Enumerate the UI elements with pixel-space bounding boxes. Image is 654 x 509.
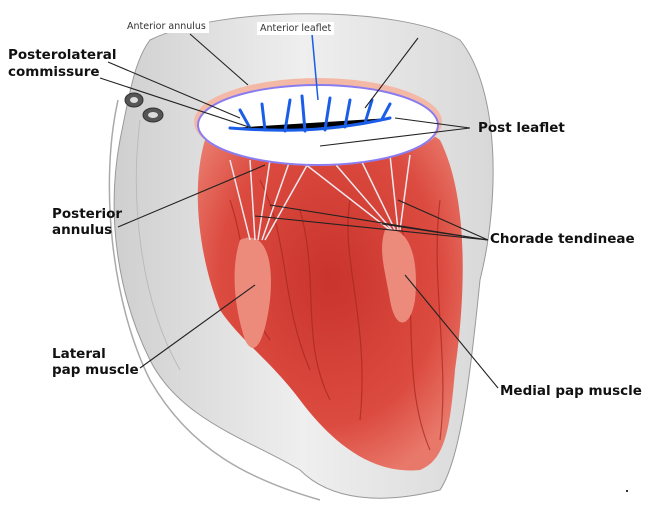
label-chordae-tendineae: Chorade tendineae — [490, 231, 635, 247]
ventricle-muscle — [197, 121, 463, 471]
leaflet-veins — [228, 94, 392, 133]
label-anterior-annulus: Anterior annulus — [124, 20, 209, 33]
label-post-leaflet: Post leaflet — [478, 120, 565, 136]
chordae-tendineae — [229, 154, 411, 241]
label-anterior-leaflet: Anterior leaflet — [257, 22, 335, 35]
label-posterolateral-commissure-line2: commissure — [8, 64, 100, 80]
lateral-papillary-muscle — [234, 237, 271, 348]
label-medial-pap-muscle: Medial pap muscle — [500, 383, 642, 399]
label-posterior-annulus-line1: Posterior — [52, 206, 123, 222]
label-posterolateral-commissure-line1: Posterolateral — [8, 47, 117, 63]
medial-papillary-muscle — [382, 229, 416, 323]
label-lateral-pap-muscle-line1: Lateral — [52, 346, 106, 362]
label-posterior-annulus-line2: annulus — [52, 222, 113, 238]
label-lateral-pap-muscle-line2: pap muscle — [52, 362, 139, 378]
